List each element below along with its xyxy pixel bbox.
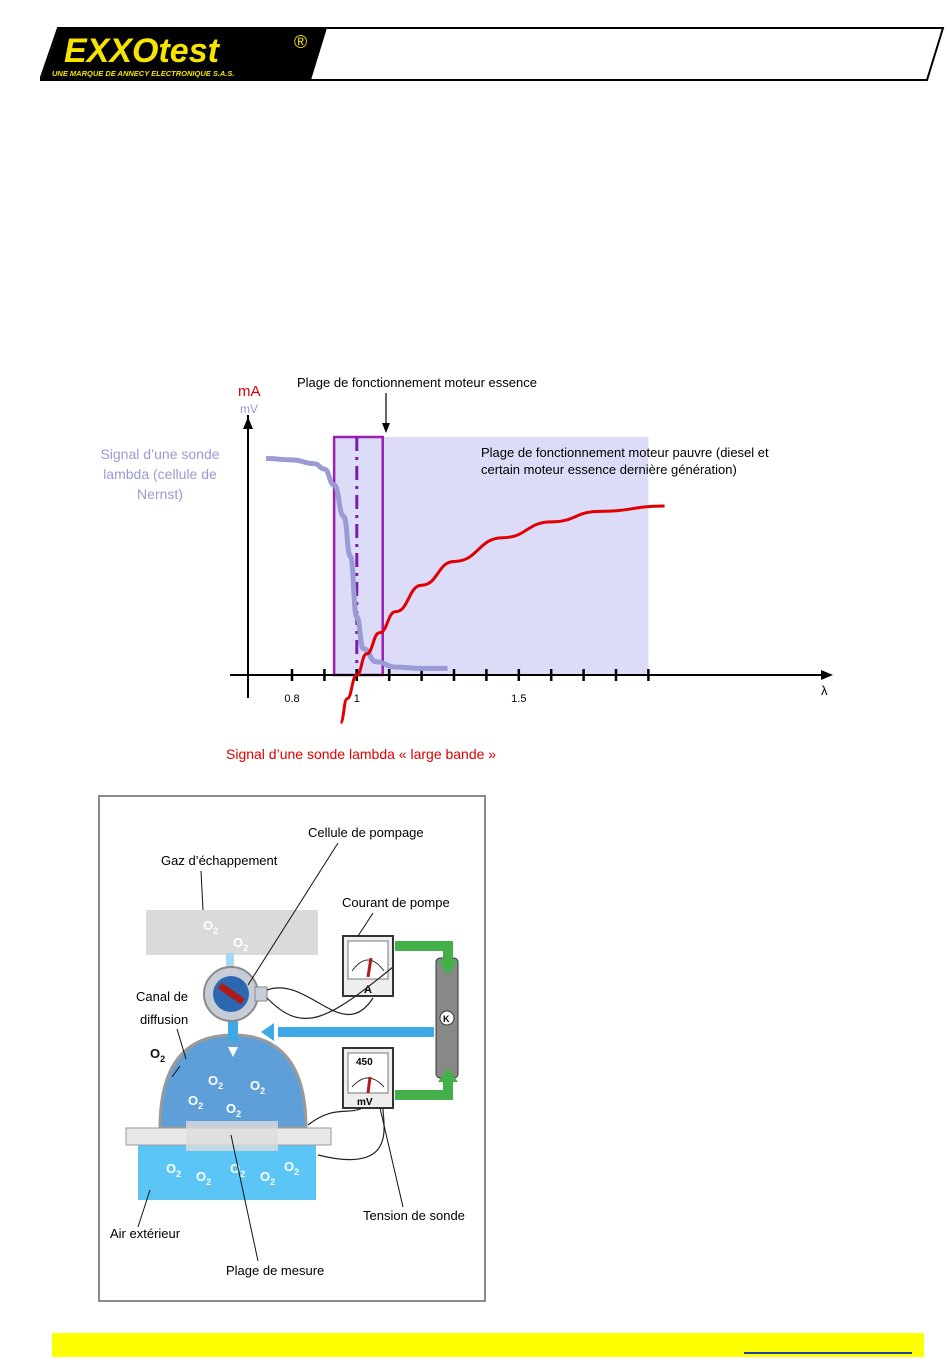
pointer-line	[230, 1134, 259, 1262]
x-label-lambda: λ	[821, 683, 828, 698]
series-wideband-line	[339, 504, 665, 725]
lambda-chart: 0.8 1 1.5 mA mV λ Plage de fonctionnement …	[100, 375, 833, 762]
svg-text:O2: O2	[196, 1169, 211, 1187]
x-tick-label: 1.5	[511, 693, 526, 705]
pointer-line	[357, 912, 374, 937]
outside-air-zone	[138, 1145, 316, 1200]
ammeter-unit: A	[364, 984, 372, 996]
diffusion-channel-tube	[228, 1005, 238, 1041]
green-arrow-bottom-head	[438, 1068, 458, 1082]
chamber-o2-molecules: O2 O2 O2 O2 O2 O2 O2 O2 O2	[166, 1073, 299, 1187]
x-tick-label: 1	[354, 693, 360, 705]
annotation-lean-line1: Plage de fonctionnement moteur pauvre (d…	[481, 445, 769, 460]
y-label-mv: mV	[240, 402, 258, 416]
diagram-frame	[98, 795, 486, 1302]
wire	[266, 966, 394, 1020]
label-measure-range: Plage de mesure	[226, 1263, 324, 1278]
label-diffusion-channel-1: Canal de	[136, 989, 188, 1004]
pump-cell-blade	[217, 982, 245, 1005]
wire	[317, 1107, 385, 1161]
voltmeter-needle	[366, 1076, 372, 1094]
x-axis-arrow	[821, 670, 833, 680]
green-arrow-top	[395, 941, 453, 963]
pointer-line	[200, 870, 204, 911]
svg-text:O2: O2	[208, 1073, 223, 1091]
voltmeter-unit: mV	[357, 1097, 373, 1108]
lean-operating-zone	[334, 437, 649, 675]
pointer-line	[379, 1107, 404, 1208]
wideband-sensor-diagram: O2 O2 A 450 mV K O2 O2 O2 O2 O2 O2 O2 O2…	[98, 795, 486, 1302]
svg-text:O2: O2	[250, 1078, 265, 1096]
nernst-label-line3: Nernst)	[137, 486, 183, 502]
voltmeter-scale	[351, 1077, 385, 1088]
o2-molecule: O2	[203, 918, 218, 936]
nernst-label-line1: Signal d’une sonde	[100, 446, 219, 462]
annotation-lean-line2: certain moteur essence dernière générati…	[481, 462, 737, 477]
pointer-line	[171, 1065, 181, 1078]
blue-arrow-head	[261, 1023, 274, 1041]
wideband-label: Signal d’une sonde lambda « large bande …	[226, 746, 496, 762]
brand-tagline: UNE MARQUE DE ANNECY ELECTRONIQUE S.A.S.	[52, 69, 235, 78]
exhaust-gas-zone	[146, 910, 318, 955]
pointer-line	[137, 1189, 151, 1228]
label-pump-current: Courant de pompe	[342, 895, 450, 910]
diffusion-arrow	[228, 1047, 238, 1057]
control-unit-label: K	[443, 1014, 450, 1024]
green-arrow-bottom	[395, 1080, 453, 1100]
ammeter-scale	[351, 959, 385, 972]
svg-text:O2: O2	[284, 1159, 299, 1177]
footer-bar	[52, 1333, 924, 1357]
header-bar: EXXOtest ® UNE MARQUE DE ANNECY ELECTRON…	[40, 27, 945, 81]
o2-molecule: O2	[233, 935, 248, 953]
svg-text:O2: O2	[230, 1161, 245, 1179]
pointer-line	[176, 1028, 187, 1060]
o2-outside-label: O2	[150, 1046, 165, 1064]
series-nernst-line	[266, 456, 448, 671]
label-outside-air: Air extérieur	[110, 1226, 181, 1241]
brand-logo: EXXOtest	[64, 32, 221, 70]
svg-text:O2: O2	[226, 1101, 241, 1119]
svg-text:O2: O2	[188, 1093, 203, 1111]
label-pump-cell: Cellule de pompage	[308, 825, 424, 840]
label-exhaust-gas: Gaz d’échappement	[161, 853, 278, 868]
label-sensor-voltage: Tension de sonde	[363, 1208, 465, 1223]
svg-text:O2: O2	[166, 1161, 181, 1179]
nernst-label-line2: lambda (cellule de	[103, 466, 217, 482]
annotation-petrol-range: Plage de fonctionnement moteur essence	[297, 375, 537, 390]
wire	[307, 1107, 364, 1126]
pump-cell-connector	[254, 986, 268, 1002]
y-axis-arrow	[243, 417, 253, 429]
label-diffusion-channel-2: diffusion	[140, 1012, 188, 1027]
annotation-arrow-head	[382, 423, 390, 433]
svg-text:O2: O2	[260, 1169, 275, 1187]
x-tick-label: 0.8	[284, 693, 299, 705]
registered-mark: ®	[294, 32, 307, 52]
y-label-ma: mA	[238, 383, 261, 400]
pointer-line	[247, 842, 339, 986]
footer-link-underline[interactable]	[744, 1352, 912, 1354]
voltmeter-value: 450	[356, 1057, 373, 1068]
green-arrow-top-head	[438, 961, 458, 975]
logo-background	[41, 28, 327, 80]
wire	[266, 987, 374, 1015]
control-unit-symbol	[439, 1010, 455, 1026]
measure-electrode	[186, 1121, 278, 1151]
ammeter-needle	[366, 957, 373, 978]
